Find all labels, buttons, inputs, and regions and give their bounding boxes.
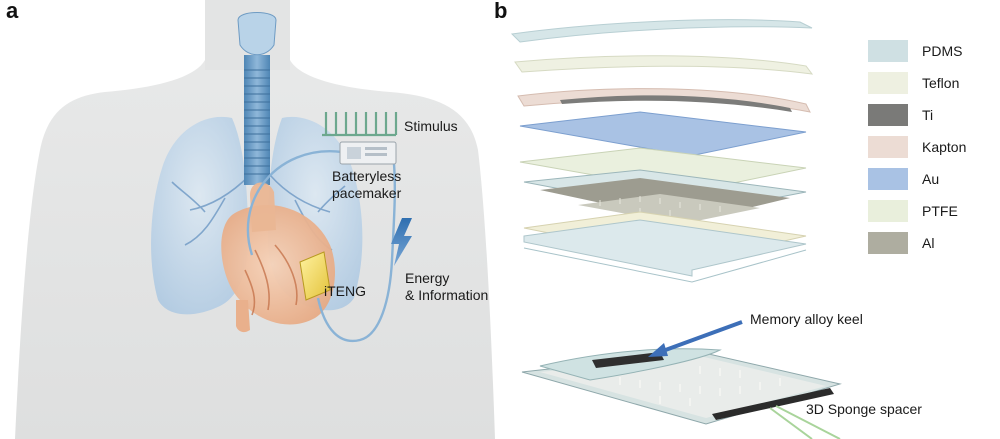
energy-label-line2: & Information — [405, 287, 489, 303]
legend-item-al: Al — [868, 232, 993, 254]
aorta — [250, 182, 276, 232]
stimulus-label: Stimulus — [404, 118, 458, 134]
keel-pointer-line — [659, 320, 743, 354]
legend-item-kapton: Kapton — [868, 136, 993, 158]
pacemaker-device — [339, 141, 397, 165]
iteng-label: iTENG — [324, 283, 366, 299]
legend-label: Al — [922, 235, 935, 251]
layer-base-edge — [523, 247, 807, 283]
torso-silhouette-left — [15, 0, 205, 439]
device-top-curve — [539, 348, 722, 381]
legend-label: Ti — [922, 107, 934, 123]
trachea-rings — [244, 69, 270, 175]
sponge-pointer-lines — [769, 405, 841, 439]
assembled-device — [521, 320, 842, 439]
panel-a-illustration — [15, 0, 495, 439]
trachea — [244, 55, 270, 185]
lower-vessel — [236, 300, 250, 333]
legend-item-au: Au — [868, 168, 993, 190]
legend-item-teflon: Teflon — [868, 72, 993, 94]
layer-ti — [560, 95, 792, 112]
energy-label-line1: Energy — [405, 270, 450, 286]
legend-label: PTFE — [922, 203, 958, 219]
pacemaker-label-line2: pacemaker — [332, 185, 402, 201]
legend-swatch — [868, 136, 908, 158]
lightning-bolt-icon — [391, 218, 412, 266]
layer-pdms-top — [510, 19, 813, 43]
legend-label: Au — [922, 171, 940, 187]
material-legend: PDMS Teflon Ti Kapton Au PTFE Al — [868, 40, 993, 264]
stimulus-wire — [246, 150, 343, 256]
sponge-label: 3D Sponge spacer — [806, 401, 922, 417]
device-sponge-spikes — [619, 366, 781, 406]
panel-b-label: b — [494, 0, 508, 23]
pacemaker-label: Batteryless pacemaker — [332, 168, 401, 202]
keel-label: Memory alloy keel — [750, 311, 863, 327]
energy-label: Energy & Information — [405, 270, 488, 304]
coronary-vessels — [244, 244, 298, 316]
legend-swatch — [868, 104, 908, 126]
layer-stack — [510, 19, 814, 283]
panel-a-label: a — [6, 0, 19, 23]
sponge-dots — [578, 194, 760, 224]
legend-swatch — [868, 200, 908, 222]
device-bottom-strip — [712, 388, 834, 420]
layer-teflon — [514, 55, 814, 75]
legend-label: Kapton — [922, 139, 967, 155]
legend-swatch — [868, 40, 908, 62]
layer-au — [519, 111, 807, 157]
legend-swatch — [868, 168, 908, 190]
stimulus-electrode — [322, 112, 398, 137]
legend-item-ptfe: PTFE — [868, 200, 993, 222]
legend-label: Teflon — [922, 75, 960, 91]
legend-label: PDMS — [922, 43, 963, 59]
sponge-spikes — [599, 196, 721, 216]
larynx — [237, 12, 277, 56]
legend-swatch — [868, 72, 908, 94]
pacemaker-label-line1: Batteryless — [332, 168, 402, 184]
legend-swatch — [868, 232, 908, 254]
layer-base-pdms — [523, 219, 807, 277]
memory-alloy-keel — [592, 352, 664, 368]
keel-pointer-arrowhead — [648, 343, 668, 357]
iteng-device — [299, 251, 331, 301]
legend-item-ti: Ti — [868, 104, 993, 126]
legend-item-pdms: PDMS — [868, 40, 993, 62]
energy-wire — [316, 163, 397, 343]
